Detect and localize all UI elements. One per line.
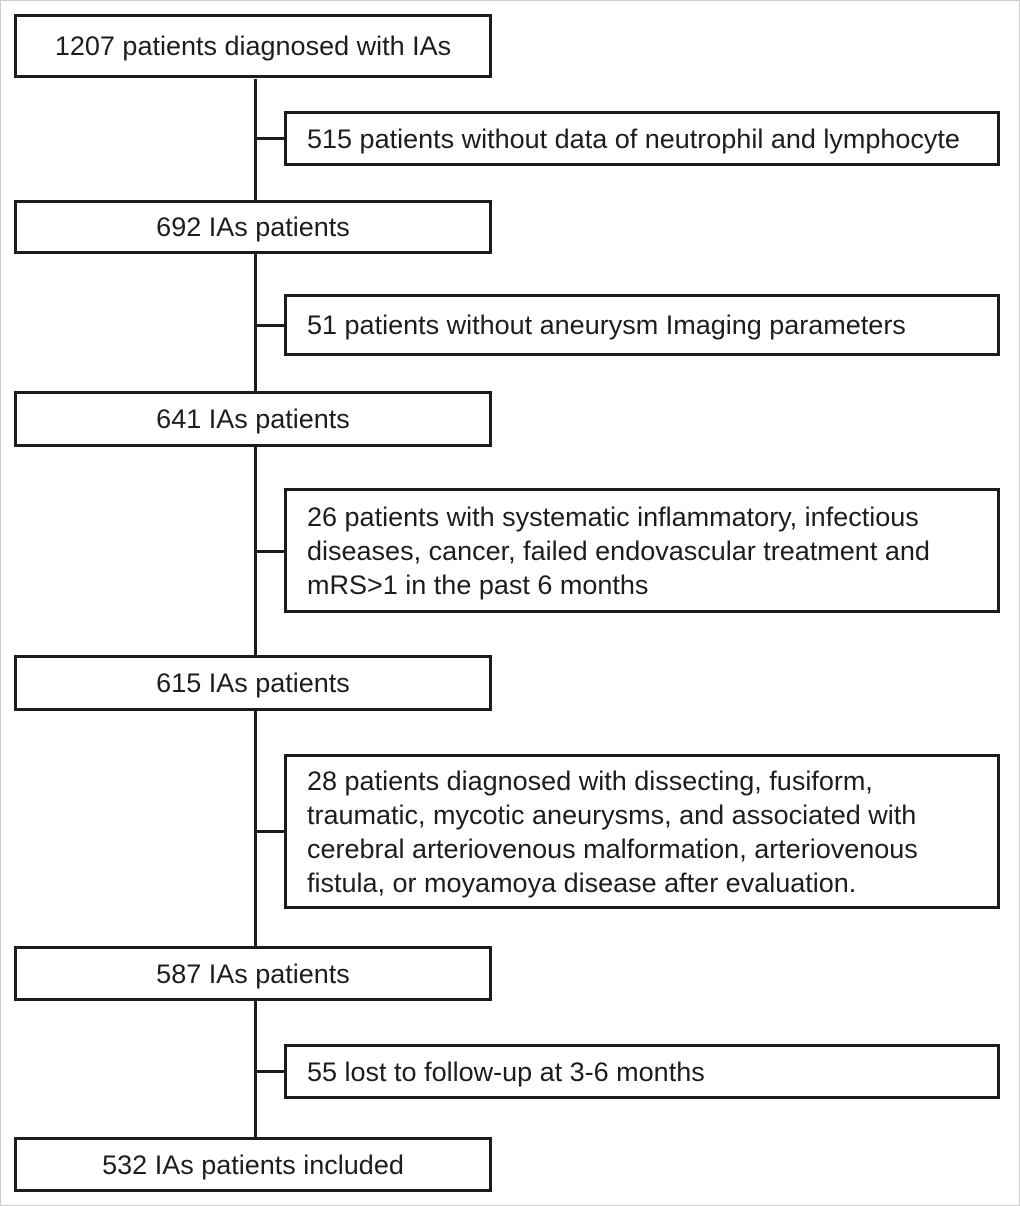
exclusion-box-label: 51 patients without aneurysm Imaging par… [307, 310, 906, 340]
exclusion-box-lost-followup: 55 lost to follow-up at 3-6 months [284, 1044, 1000, 1099]
exclusion-box-label: 515 patients without data of neutrophil … [307, 123, 960, 154]
exclusion-box-no-lab-data: 515 patients without data of neutrophil … [284, 111, 1000, 166]
flow-box-included: 532 IAs patients included [14, 1137, 492, 1192]
flow-box-label: 692 IAs patients [156, 212, 350, 242]
exclusion-box-comorbidities: 26 patients with systematic inflammatory… [284, 488, 1000, 613]
flow-connector-vertical-line [254, 79, 257, 1137]
flow-box-587: 587 IAs patients [14, 946, 492, 1001]
exclusion-box-no-imaging: 51 patients without aneurysm Imaging par… [284, 294, 1000, 356]
exclusion-box-label: 28 patients diagnosed with dissecting, f… [307, 765, 918, 898]
exclusion-box-aneurysm-types: 28 patients diagnosed with dissecting, f… [284, 754, 1000, 909]
flow-connector-stub-4 [254, 830, 286, 833]
flow-box-label: 532 IAs patients included [102, 1149, 404, 1180]
flow-box-615: 615 IAs patients [14, 655, 492, 711]
flow-box-label: 1207 patients diagnosed with IAs [54, 31, 452, 61]
exclusion-box-label: 26 patients with systematic inflammatory… [307, 501, 930, 600]
flow-connector-stub-3 [254, 550, 286, 553]
flow-box-641: 641 IAs patients [14, 391, 492, 447]
flow-box-label: 641 IAs patients [156, 404, 350, 434]
flow-box-diagnosed: 1207 patients diagnosed with IAs [14, 14, 492, 78]
flow-box-label: 587 IAs patients [156, 958, 350, 989]
flow-connector-stub-5 [254, 1070, 286, 1073]
exclusion-box-label: 55 lost to follow-up at 3-6 months [307, 1056, 705, 1087]
flow-connector-stub-1 [254, 137, 286, 140]
flow-box-692: 692 IAs patients [14, 200, 492, 254]
flow-box-label: 615 IAs patients [156, 668, 350, 698]
flow-connector-stub-2 [254, 324, 286, 327]
